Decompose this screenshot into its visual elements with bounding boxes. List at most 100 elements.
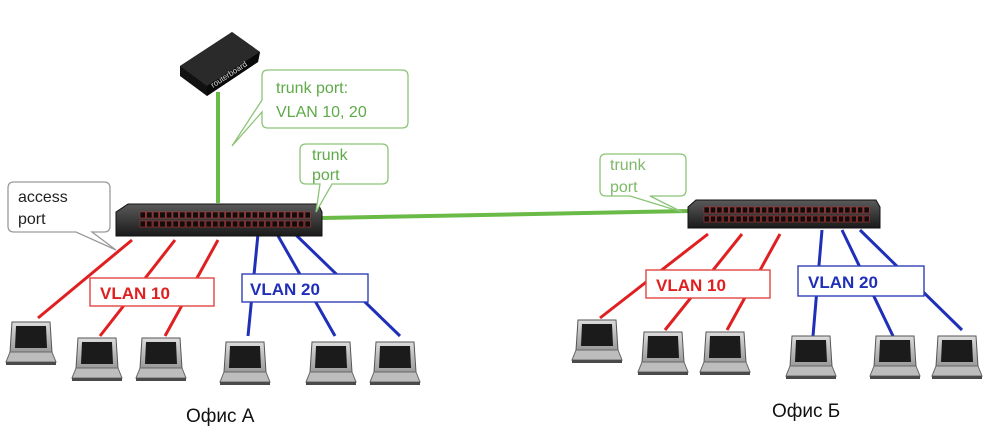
switch-port (205, 220, 212, 228)
callout-switch-a-trunk-line1: trunk (312, 147, 349, 164)
switch-port (212, 211, 219, 219)
switch-port (278, 211, 285, 219)
switch-port (205, 211, 212, 219)
laptop-icon (369, 341, 421, 386)
switch-port (304, 211, 311, 219)
switch-port (793, 206, 800, 214)
switch-port (238, 220, 245, 228)
switch-port (844, 215, 851, 223)
switch-port (767, 206, 774, 214)
laptop-icon (931, 335, 983, 380)
switch-port (799, 215, 806, 223)
callout-access-line1: access (18, 189, 68, 206)
switch-port (298, 220, 305, 228)
callout-switch-b-trunk: trunk port (599, 153, 687, 213)
callout-router-trunk-line2: VLAN 10, 20 (276, 104, 367, 121)
switch-port (761, 215, 768, 223)
switch-port (863, 215, 870, 223)
switch-port (232, 211, 239, 219)
switch-port (703, 206, 710, 214)
switch-port (298, 211, 305, 219)
switch-port (172, 220, 179, 228)
switch-port (799, 206, 806, 214)
switch-port (774, 215, 780, 223)
switch-port (806, 215, 812, 223)
switch-port (780, 206, 787, 214)
laptop-icon (5, 321, 57, 366)
laptop-icon (571, 319, 623, 364)
switch-port (761, 206, 768, 214)
switch-port (825, 215, 832, 223)
callout-router-trunk-line1: trunk port: (276, 80, 348, 97)
switch-port (716, 215, 723, 223)
switch-port (238, 211, 245, 219)
switch-port (284, 211, 291, 219)
router: routerboard (180, 32, 260, 96)
switch-port (304, 220, 311, 228)
switch-port (838, 215, 844, 223)
switch-port (780, 215, 787, 223)
switch-office-b (687, 199, 881, 229)
switch-port (716, 206, 723, 214)
vlan10-box-office-a: VLAN 10 (89, 277, 215, 307)
switch-port (251, 220, 258, 228)
switch-port (722, 206, 729, 214)
switch-port (172, 211, 179, 219)
callout-switch-a-trunk: trunk port (299, 143, 389, 213)
switch-office-a (115, 203, 323, 237)
callout-switch-b-trunk-line2: port (610, 179, 638, 196)
switch-port (152, 220, 159, 228)
switch-port (271, 220, 278, 228)
laptop-icon (699, 331, 751, 376)
switch-port (818, 215, 825, 223)
switch-port (754, 215, 761, 223)
switch-port (179, 220, 186, 228)
switch-port (284, 220, 291, 228)
switch-port (251, 211, 258, 219)
switch-port (199, 220, 206, 228)
office-a-vlan10-link (37, 238, 133, 320)
switch-port (825, 206, 832, 214)
switch-port (748, 215, 755, 223)
switch-port (291, 211, 298, 219)
switch-port (838, 206, 844, 214)
switch-port (812, 206, 819, 214)
office-a-label: Офис А (186, 406, 255, 427)
switch-port (139, 220, 146, 228)
switch-port (831, 215, 838, 223)
switch-port (729, 215, 736, 223)
switch-port (291, 220, 298, 228)
switch-port (146, 220, 153, 228)
switch-port (212, 220, 219, 228)
switch-port (192, 220, 199, 228)
switch-port (748, 206, 755, 214)
laptop-icon (135, 337, 187, 382)
switch-port (225, 211, 232, 219)
switch-port (710, 215, 716, 223)
switch-port (245, 220, 252, 228)
switch-port (850, 215, 857, 223)
switch-port (850, 206, 857, 214)
switch-port (857, 215, 864, 223)
vlan10-box-office-b: VLAN 10 (645, 269, 771, 299)
laptop-icon (785, 335, 837, 380)
switch-port (844, 206, 851, 214)
switch-port (793, 215, 800, 223)
switch-port (139, 211, 146, 219)
switch-port (278, 220, 285, 228)
switch-port (722, 215, 729, 223)
switch-port (146, 211, 153, 219)
switch-port (185, 211, 192, 219)
vlan20-box-office-a: VLAN 20 (241, 273, 369, 303)
switch-port (742, 215, 748, 223)
switch-port (754, 206, 761, 214)
switch-port (786, 215, 793, 223)
switch-port (806, 206, 812, 214)
switch-port (265, 211, 272, 219)
switch-port (818, 206, 825, 214)
switch-port (786, 206, 793, 214)
switch-port (152, 211, 159, 219)
switch-port (863, 206, 870, 214)
switch-port (159, 220, 166, 228)
